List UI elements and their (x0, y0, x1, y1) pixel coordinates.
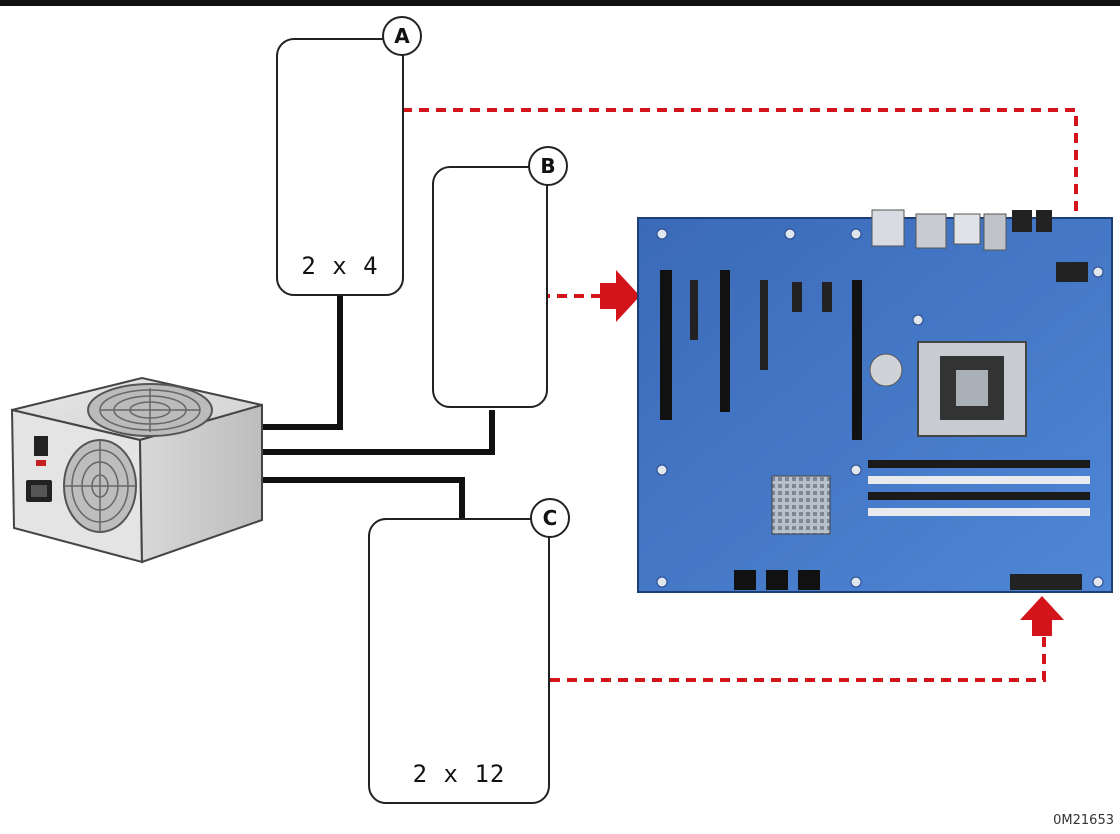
callout-c-badge: C (530, 498, 570, 538)
callout-c (368, 518, 550, 804)
callout-b (432, 166, 548, 408)
callout-c-size-label: 2 x 12 (412, 760, 506, 788)
figure-id: 0M21653 (1053, 813, 1114, 828)
top-frame-bar (0, 0, 1120, 6)
route-c (550, 634, 1046, 682)
callout-a (276, 38, 404, 296)
power-supply-icon (10, 376, 263, 564)
callout-a-badge: A (382, 16, 422, 56)
callout-a-size-label: 2 x 4 (301, 252, 379, 280)
callout-b-badge: B (528, 146, 568, 186)
psu-cables (262, 292, 495, 518)
motherboard-icon (637, 209, 1113, 593)
route-a (402, 108, 1078, 228)
dashed-routes (402, 108, 1078, 682)
